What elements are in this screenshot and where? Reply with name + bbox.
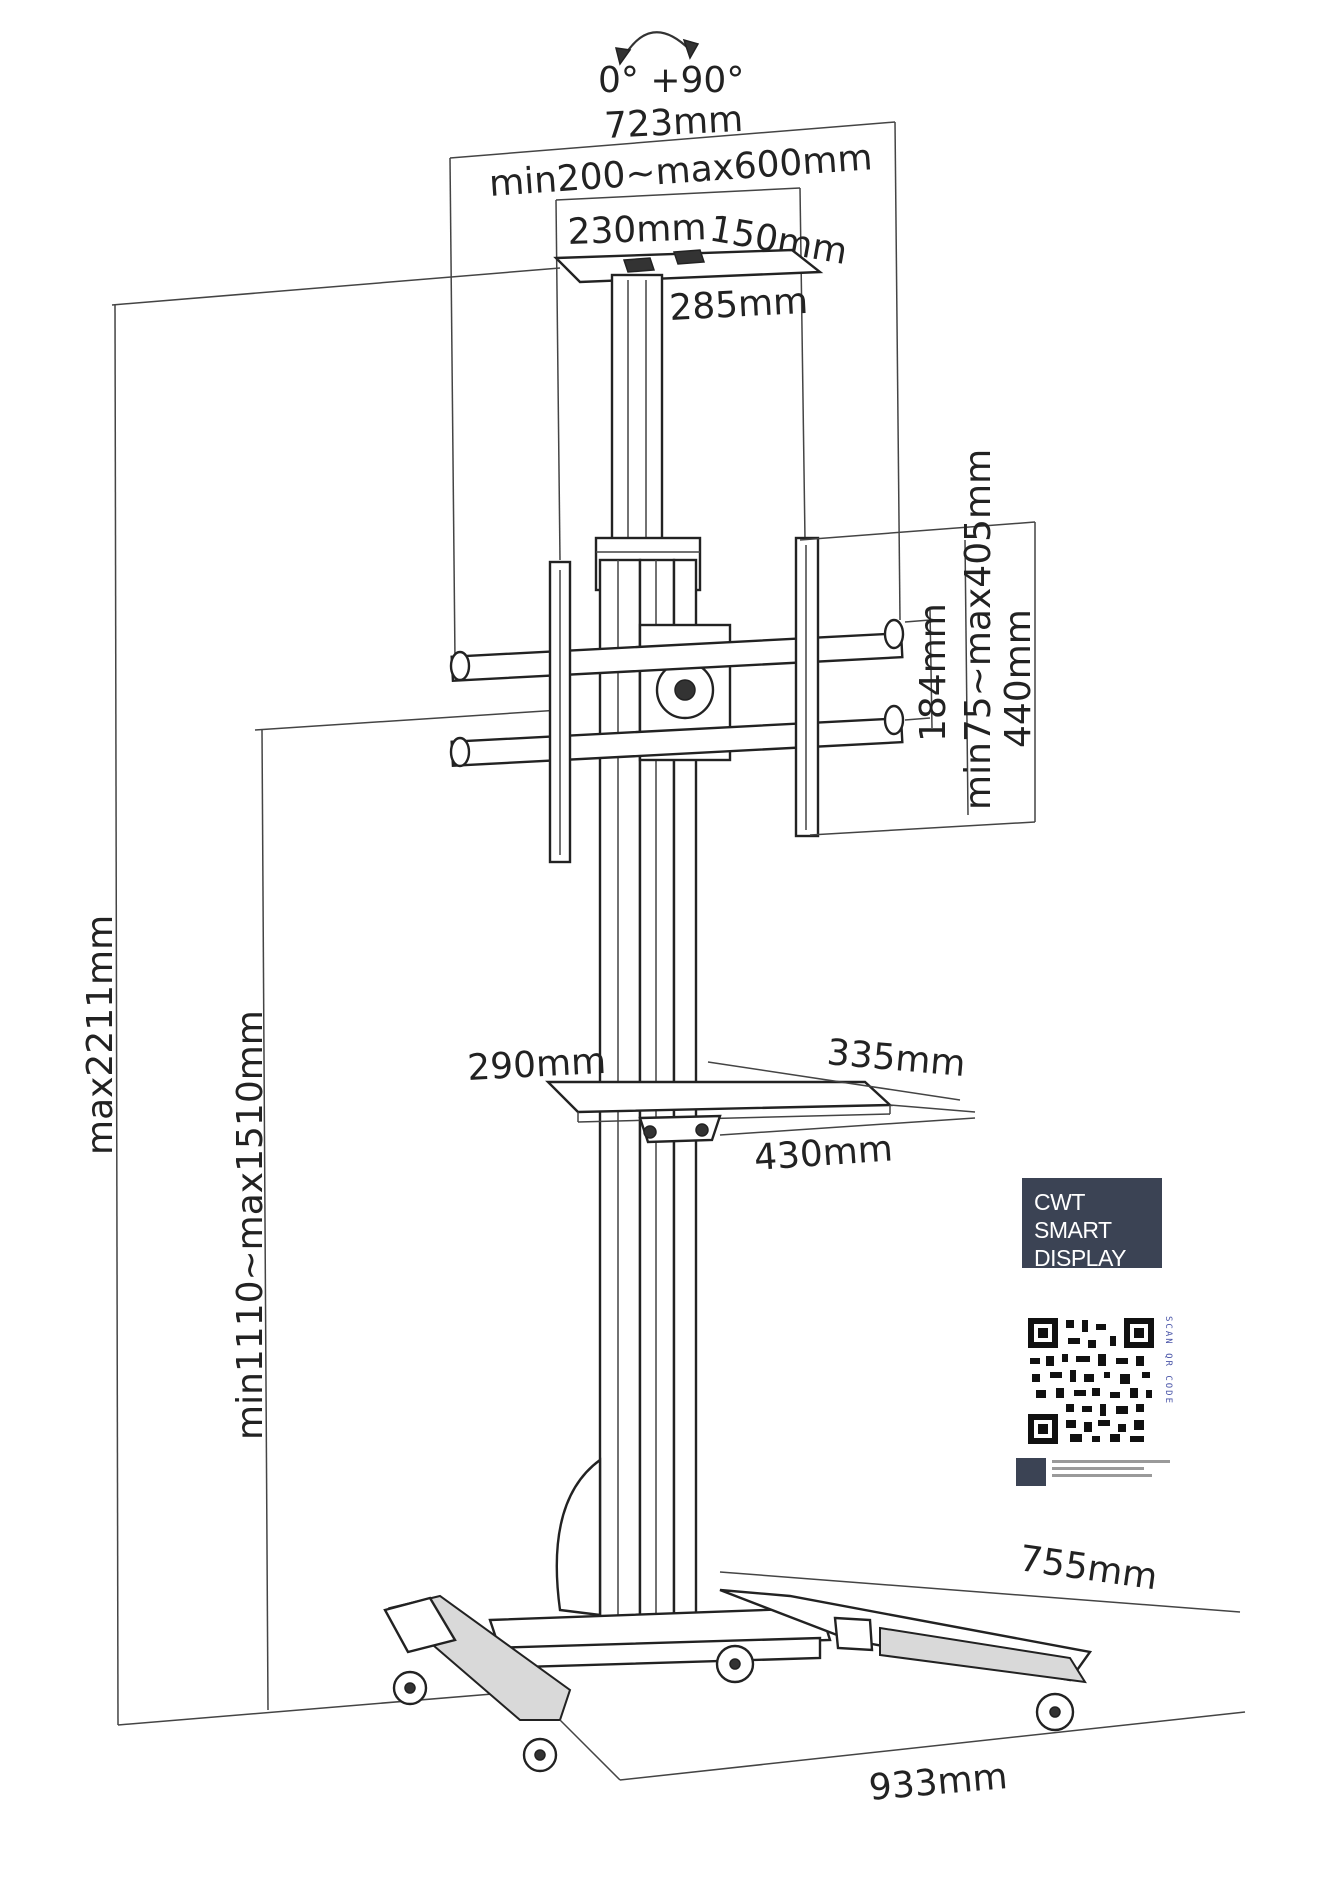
vesa-bracket [449, 536, 905, 864]
vesa-width-label: min200~max600mm [488, 137, 874, 205]
rotation-label: 0° +90° [598, 60, 744, 101]
brand-fine-print [1016, 1458, 1176, 1488]
top-tray-width-label: 230mm [567, 207, 707, 253]
top-dimension-lines [449, 121, 901, 661]
brand-line-3: DISPLAY [1034, 1245, 1126, 1271]
caster-wheels [392, 1644, 1075, 1773]
shelf-dimension-lines [707, 1061, 976, 1136]
mini-brand-logo [1016, 1458, 1046, 1486]
qr-code[interactable] [1026, 1316, 1156, 1446]
center-height-dimension [254, 709, 561, 1711]
shelf-depth-label: 290mm [466, 1041, 607, 1089]
base-width-label: 933mm [867, 1756, 1009, 1809]
cable-cover [555, 1457, 602, 1617]
brand-line-1: CWT [1034, 1189, 1085, 1215]
bracket-dimension-lines [799, 521, 1036, 836]
max-height-label: max2211mm [80, 915, 121, 1155]
overall-width-label: 723mm [603, 99, 744, 147]
main-column [594, 273, 702, 1642]
brand-line-2: SMART [1034, 1217, 1112, 1243]
center-height-label: min1110~max1510mm [230, 1010, 271, 1440]
base [383, 1571, 1246, 1781]
top-tray-length-label: 285mm [668, 281, 809, 329]
fine-print-lines [1052, 1460, 1176, 1481]
top-tray [553, 248, 824, 284]
vesa-height-label: min75~max405mm [958, 449, 999, 810]
bracket-spacing-label: 184mm [913, 603, 954, 742]
shelf-width-b-label: 430mm [753, 1128, 894, 1179]
bracket-height-label: 440mm [998, 609, 1039, 748]
max-height-dimension [111, 267, 561, 1726]
brand-logo: CWT SMART DISPLAY [1022, 1178, 1162, 1271]
base-depth-label: 755mm [1017, 1538, 1160, 1598]
shelf-width-a-label: 335mm [825, 1032, 967, 1085]
scan-qr-label: SCAN QR CODE [1163, 1316, 1173, 1406]
rotation-arrow-icon [615, 31, 700, 66]
